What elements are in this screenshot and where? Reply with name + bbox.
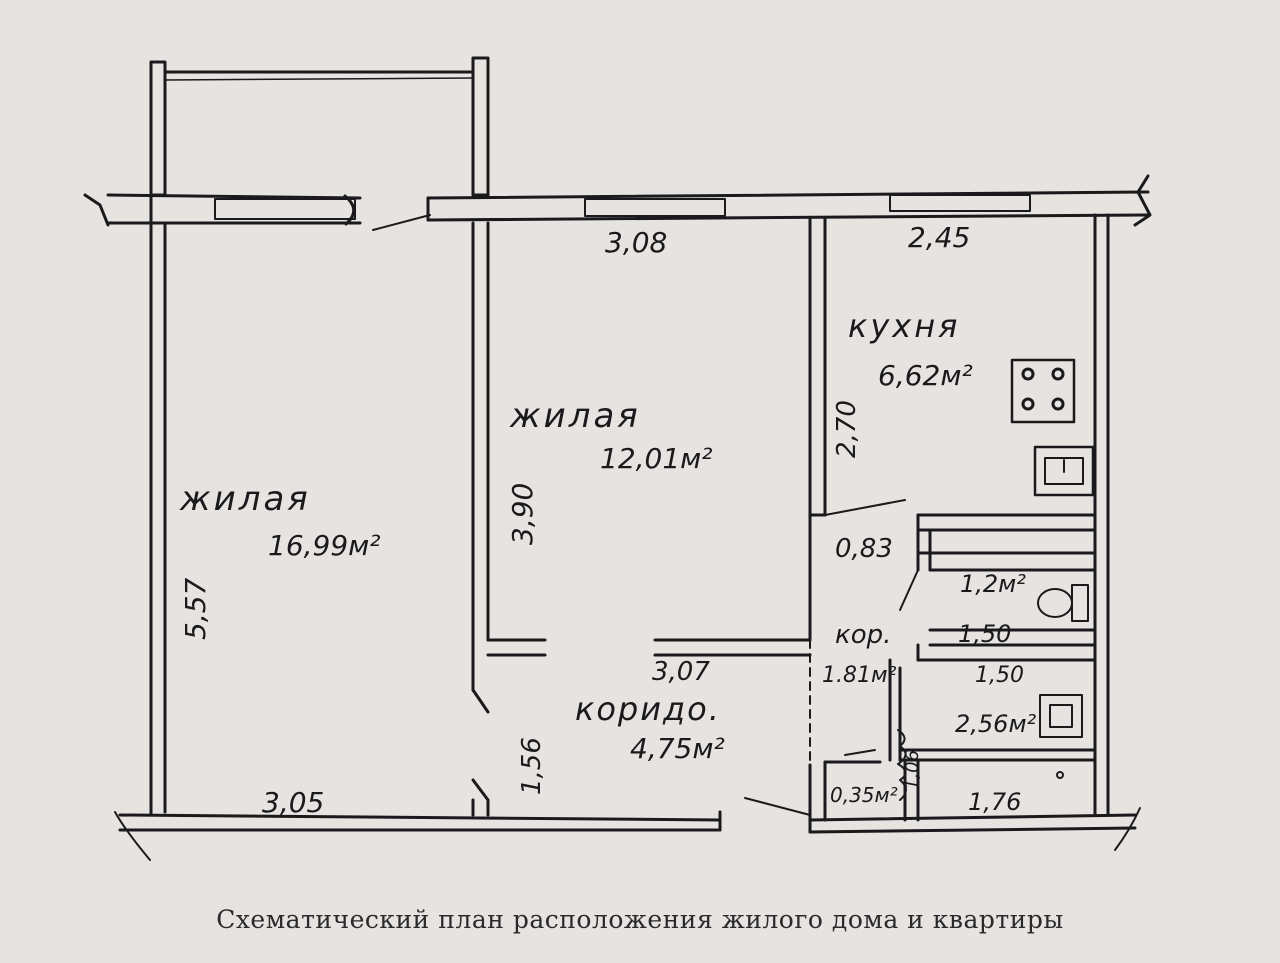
dim-bathtub-length: 1,76 xyxy=(968,788,1021,816)
dim-bath-width: 1,50 xyxy=(975,663,1024,688)
dim-top-room2: 3,08 xyxy=(605,226,667,259)
dim-toilet-width: 1,50 xyxy=(958,620,1011,648)
washbasin-icon xyxy=(1039,694,1083,738)
plan-caption: Схематический план расположения жилого д… xyxy=(216,905,1064,934)
room-name-kitchen: кухня xyxy=(848,307,960,345)
dim-bottom-room1: 3,05 xyxy=(262,786,324,819)
room-walls xyxy=(149,193,906,817)
sanitary-block xyxy=(809,513,1097,822)
room-area-kitchen: 6,62м² xyxy=(878,359,973,392)
room-area-living-2: 12,01м² xyxy=(600,442,713,475)
top-exterior-wall xyxy=(83,174,1152,231)
room-name-living-1: жилая xyxy=(179,479,311,519)
toilet-icon xyxy=(1037,584,1089,622)
room-area-toilet: 1,2м² xyxy=(960,570,1026,598)
dim-top-kitchen: 2,45 xyxy=(908,221,970,254)
bottom-exterior-wall xyxy=(114,763,1141,861)
dim-closet-side: 1,06 xyxy=(902,750,923,790)
room-name-living-2: жилая xyxy=(509,396,641,436)
room-area-bathroom: 2,56м² xyxy=(955,710,1037,738)
dim-kitchen-door: 0,83 xyxy=(835,534,893,564)
room-area-closet: 0,35м² xyxy=(830,783,898,807)
room-name-corridor: коридо. xyxy=(575,690,721,728)
stove-icon xyxy=(1010,358,1076,424)
room-area-corridor: 4,75м² xyxy=(630,732,725,765)
bathtub-icon xyxy=(1056,771,1064,779)
right-exterior-wall xyxy=(1093,213,1110,817)
dim-corridor-width: 3,07 xyxy=(652,657,710,687)
room-area-living-1: 16,99м² xyxy=(268,529,381,562)
room-name-small-corridor: кор. xyxy=(835,620,891,650)
room-area-small-corridor: 1.81м² xyxy=(822,663,897,688)
balcony xyxy=(149,56,490,197)
dim-left-room1: 5,57 xyxy=(179,577,212,640)
dim-room2-height: 3,90 xyxy=(506,483,539,545)
dim-kitchen-height: 2,70 xyxy=(832,400,862,458)
dim-entry-width: 1,56 xyxy=(517,737,547,795)
kitchen-sink-icon xyxy=(1033,445,1095,497)
closet-shelf-icon xyxy=(897,729,907,801)
